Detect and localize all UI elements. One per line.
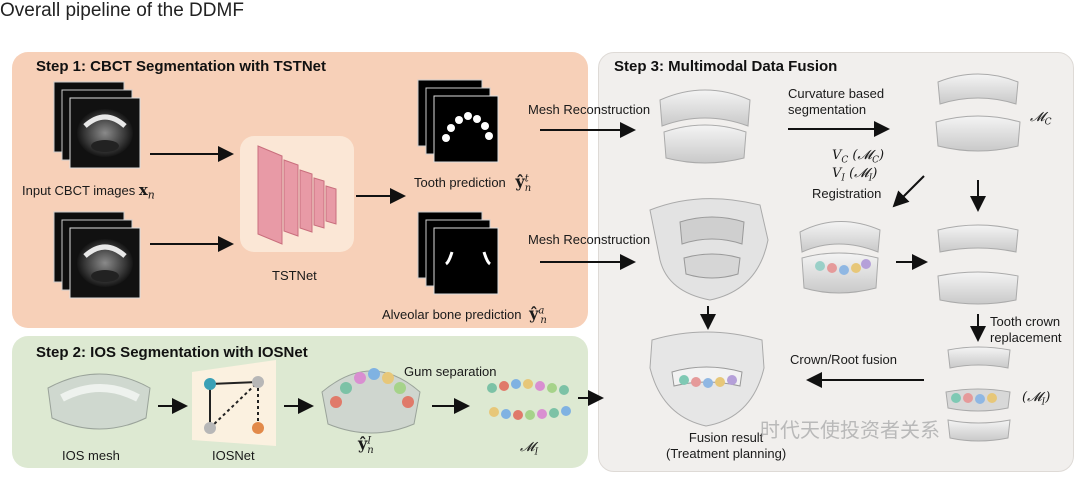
fusion-result-mesh — [649, 331, 765, 427]
skull-mesh — [649, 198, 769, 301]
bone-prediction-label: Alveolar bone prediction ŷan — [382, 304, 547, 326]
step3-title: Step 3: Multimodal Data Fusion — [614, 58, 838, 75]
vi-label: VI (𝓜I) — [832, 166, 878, 184]
gum-separated-mesh — [487, 379, 571, 420]
vc-label: VC (𝓜C) — [832, 148, 885, 166]
mesh-reconstruction-label-1: Mesh Reconstruction — [528, 102, 651, 117]
input-cbct-label: Input CBCT images xn — [22, 181, 155, 202]
mi-label: 𝓜I — [520, 440, 539, 458]
figure-title: Overall pipeline of the DDMF — [0, 0, 244, 21]
registration-label: Registration — [812, 186, 882, 201]
ios-mesh — [47, 373, 151, 430]
crown-replacement-label: Tooth crown replacement — [990, 314, 1062, 345]
ios-prediction-label: ŷIn — [358, 434, 374, 456]
mesh-reconstruction-label-2: Mesh Reconstruction — [528, 232, 651, 247]
separated-mesh — [937, 224, 1019, 305]
cbct-stack-bottom — [53, 211, 141, 299]
crown-replaced-mesh — [945, 346, 1011, 442]
step1-title: Step 1: CBCT Segmentation with TSTNet — [36, 58, 327, 75]
mi-paren-label: (𝓜I) — [1022, 390, 1051, 408]
ios-mesh-label: IOS mesh — [62, 448, 120, 463]
step2-title: Step 2: IOS Segmentation with IOSNet — [36, 344, 308, 361]
iosnet-graph — [192, 360, 276, 446]
crown-root-fusion-label: Crown/Root fusion — [790, 352, 897, 367]
ios-prediction-mesh — [321, 368, 421, 434]
watermark-text: 时代天使投资者关系 — [760, 420, 940, 442]
tstnet-label: TSTNet — [272, 268, 317, 283]
cbct-stack-top — [53, 81, 141, 169]
tstnet-layers — [257, 145, 337, 245]
mc-mesh — [935, 73, 1021, 152]
tooth-prediction-stack — [417, 79, 499, 163]
curvature-label: Curvature based segmentation — [788, 86, 885, 117]
registered-mesh — [799, 221, 881, 294]
gum-separation-label: Gum separation — [404, 364, 497, 379]
mc-label: 𝓜C — [1030, 110, 1052, 128]
fusion-result-label: Fusion result (Treatment planning) — [666, 430, 787, 461]
tooth-mesh-top — [659, 89, 751, 164]
tooth-prediction-label: Tooth prediction ŷtn — [414, 172, 532, 194]
bone-prediction-stack — [417, 211, 499, 295]
iosnet-label: IOSNet — [212, 448, 255, 463]
